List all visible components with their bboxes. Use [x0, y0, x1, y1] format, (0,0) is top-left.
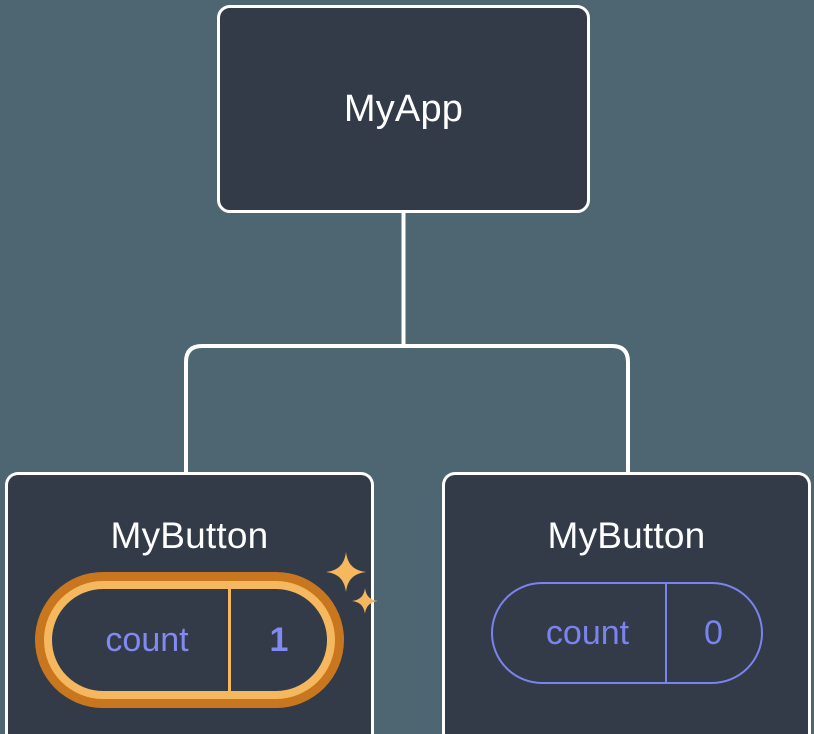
- connector-branch-bus: [184, 344, 630, 478]
- state-pill-divider: [664, 584, 667, 682]
- node-title: MyButton: [547, 515, 706, 556]
- state-pill-body: count 1: [52, 589, 327, 691]
- node-mybutton-left[interactable]: MyButton count 1: [5, 472, 378, 734]
- state-value: 0: [704, 613, 723, 652]
- node-title: MyButton: [110, 515, 269, 556]
- sparkle-icon: [352, 588, 378, 614]
- state-pill[interactable]: count 0: [490, 582, 763, 684]
- state-pill-highlighted[interactable]: count 1: [35, 552, 378, 708]
- node-myapp[interactable]: MyApp: [217, 5, 590, 213]
- state-pill-body: count 0: [490, 582, 763, 684]
- node-mybutton-right[interactable]: MyButton count 0: [442, 472, 811, 734]
- state-pill-outer-ring: count 1: [35, 572, 344, 708]
- state-pill-inner-ring: count 1: [44, 581, 335, 699]
- state-key: count: [545, 613, 630, 652]
- sparkle-icon: [326, 552, 366, 592]
- node-title: MyApp: [343, 88, 464, 130]
- state-key: count: [105, 620, 189, 659]
- state-value: 1: [269, 620, 289, 659]
- state-pill-divider: [228, 589, 231, 691]
